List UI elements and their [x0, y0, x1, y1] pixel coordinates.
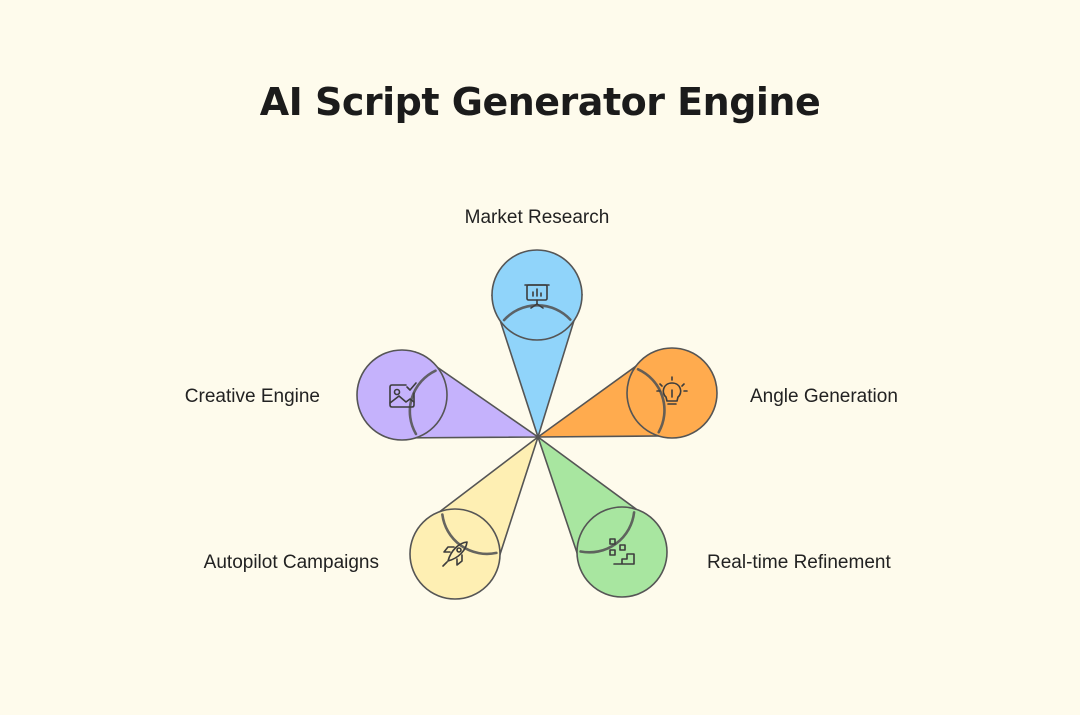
- presentation-chart-icon: [524, 284, 550, 309]
- petal-depth-arc: [636, 367, 666, 434]
- steps-icon: [609, 538, 635, 565]
- petal-autopilot-campaigns: [409, 436, 539, 600]
- petal-depth-arc: [441, 513, 498, 556]
- petal-depth-arc: [502, 304, 572, 322]
- label-autopilot-campaigns: Autopilot Campaigns: [203, 552, 379, 573]
- petal-circle: [576, 506, 668, 598]
- petal-depth-arc: [579, 511, 636, 554]
- label-market-research: Market Research: [464, 207, 610, 228]
- petal-circle: [409, 508, 501, 600]
- petal-creative-engine: [356, 349, 539, 441]
- label-real-time-refinement: Real-time Refinement: [707, 552, 891, 573]
- label-angle-generation: Angle Generation: [750, 386, 898, 407]
- petal-circle: [356, 349, 448, 441]
- image-check-icon: [389, 382, 417, 408]
- petal-real-time-refinement: [537, 436, 668, 598]
- petal-market-research: [491, 249, 583, 438]
- petal-depth-arc: [408, 369, 437, 436]
- petal-angle-generation: [537, 347, 718, 439]
- rocket-icon: [442, 541, 468, 567]
- diagram-title: AI Script Generator Engine: [259, 80, 821, 124]
- label-creative-engine: Creative Engine: [184, 386, 320, 407]
- lightbulb-icon: [656, 376, 688, 405]
